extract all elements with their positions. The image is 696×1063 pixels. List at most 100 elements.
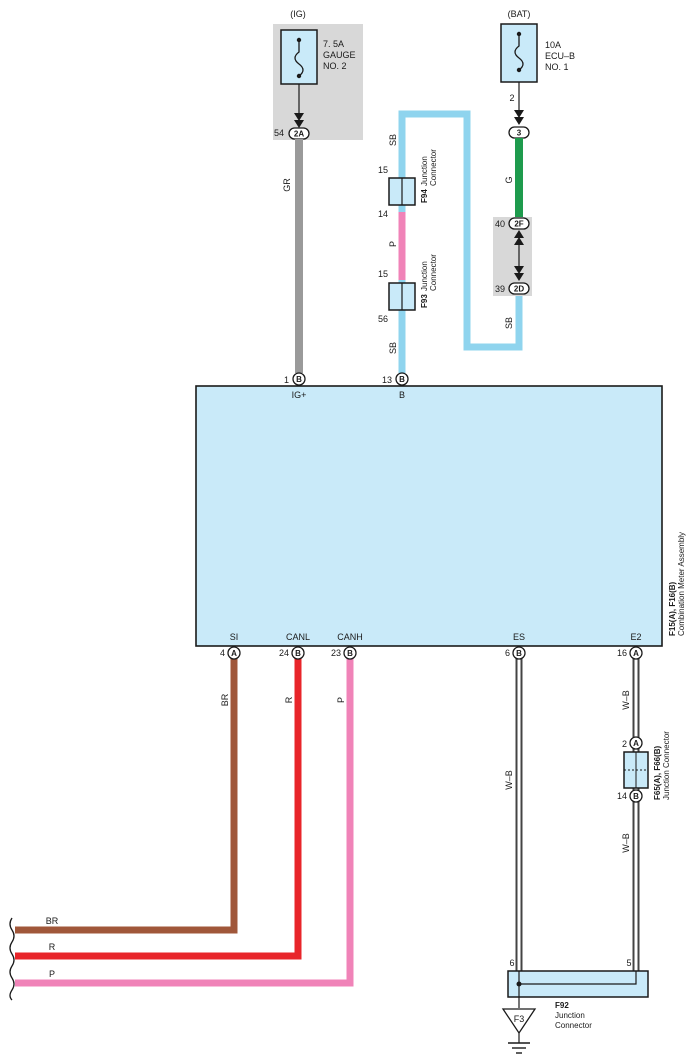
bat-fuse-rating: 10A	[545, 40, 561, 50]
meter-pin-connector	[395, 372, 409, 386]
meter-pin-label-es: ES	[513, 632, 525, 642]
ground-f3: F3	[501, 984, 537, 1054]
f65-pin-bottom: 14	[617, 791, 627, 801]
arrow-icon	[514, 230, 524, 238]
junction-f65-f66: 2 A 14 B F65(A), F66(B) Junction Connect…	[617, 731, 671, 803]
wire-wb-e2-lower-label: W–B	[621, 833, 631, 853]
jc2f-pin: 40	[495, 219, 505, 229]
meter-pin-canl: 24 B	[279, 646, 305, 660]
wire-gr	[295, 139, 303, 373]
connector-2a-label: 2A	[294, 130, 304, 139]
f93-pin-bottom: 56	[378, 314, 388, 324]
ig-pin-number: 54	[274, 128, 284, 138]
meter-pin-number: 24	[279, 648, 289, 658]
f65-connector-a-label: A	[633, 739, 639, 748]
arrow-icon	[514, 110, 524, 118]
meter-pin-connector	[629, 646, 643, 660]
arrow-icon	[514, 117, 524, 125]
meter-name: Combination Meter Assembly	[677, 532, 686, 636]
connector-2f-label: 2F	[514, 220, 523, 229]
wire-r	[15, 658, 302, 960]
ig-fuse-name: GAUGE	[323, 50, 356, 60]
meter-pin-label-canh: CANH	[337, 632, 363, 642]
meter-pin-label: B	[399, 390, 405, 400]
fuse-symbol-icon	[294, 40, 304, 77]
ig-fuse-number: NO. 2	[323, 61, 347, 71]
meter-pin-connector-label: A	[633, 649, 639, 658]
ig-fuse-rating: 7. 5A	[323, 39, 344, 49]
meter-pin-number: 4	[220, 648, 225, 658]
meter-pin-number: 16	[617, 648, 627, 658]
f93-id: F93	[420, 294, 429, 308]
f92-id: F92	[555, 1001, 569, 1010]
meter-pin-connector	[227, 646, 241, 660]
meter-pin-canh: 23 B	[331, 646, 357, 660]
wire-sb-bottom-label: SB	[388, 342, 398, 354]
wire-g	[515, 138, 523, 218]
f65-connector-a	[629, 736, 643, 750]
wire-break-icon	[9, 917, 15, 1001]
f93-pin-top: 15	[378, 269, 388, 279]
meter-pin-b: 13 B B	[382, 372, 409, 400]
meter-pin-label-si: SI	[230, 632, 239, 642]
meter-connector-id: F15(A), F16(B)	[668, 581, 677, 636]
meter-pin-connector	[292, 372, 306, 386]
wire-g-label: G	[504, 176, 514, 183]
meter-pin-connector-label: B	[295, 649, 301, 658]
f65-name: Junction Connector	[662, 731, 671, 800]
wire-r-end-label: R	[49, 942, 56, 952]
meter-pin-connector-label: B	[516, 649, 522, 658]
wire-br	[15, 658, 238, 934]
meter-pin-si: 4 A	[220, 646, 241, 660]
meter-pin-connector-label: B	[296, 375, 302, 384]
meter-pin-connector	[343, 646, 357, 660]
f65-connector-b-label: B	[633, 792, 639, 801]
connector-2d	[508, 282, 530, 295]
f93-name-line2: Connector	[429, 254, 438, 291]
wire-br-label: BR	[220, 693, 230, 706]
meter-pin-e2: 16 A	[617, 646, 643, 660]
wire-p-can	[15, 658, 354, 987]
meter-pin-connector-label: B	[399, 375, 405, 384]
f94-id: F94	[420, 189, 429, 203]
wire-sb-top-label: SB	[388, 134, 398, 146]
wire-p-can-label: P	[336, 697, 346, 703]
ig-source-label: (IG)	[290, 9, 306, 19]
f92-pin-right: 5	[626, 958, 631, 968]
arrow-icon	[514, 266, 524, 274]
f65-pin-top: 2	[622, 739, 627, 749]
f94-name-line1: Junction	[420, 156, 429, 186]
combination-meter-assembly	[195, 385, 663, 647]
f65-connector-b	[629, 789, 643, 803]
ground-label: F3	[514, 1014, 525, 1024]
wire-p-can-end-label: P	[49, 969, 55, 979]
wire-sb-loop	[398, 110, 523, 373]
junction-2f-2d: 2F 40 2D 39	[493, 217, 532, 296]
meter-pin-connector	[291, 646, 305, 660]
meter-pin-number: 1	[284, 375, 289, 385]
f92-name-line2: Connector	[555, 1021, 592, 1030]
bat-fuse-number: NO. 1	[545, 62, 569, 72]
meter-pin-connector-label: B	[347, 649, 353, 658]
f65-id: F65(A), F66(B)	[653, 745, 662, 800]
jc2d-pin: 39	[495, 284, 505, 294]
fuse-symbol-icon	[514, 34, 524, 71]
f94-name-line2: Connector	[429, 149, 438, 186]
arrow-icon	[514, 237, 524, 245]
meter-pin-label: IG+	[292, 390, 307, 400]
junction-f93: 15 56 F93 Junction Connector	[378, 254, 438, 324]
meter-pin-es: 6 B	[505, 646, 526, 660]
meter-pin-label-canl: CANL	[286, 632, 310, 642]
junction-f94: 15 14 F94 Junction Connector	[378, 149, 438, 219]
ig-supply: (IG) 7. 5A GAUGE NO. 2 54 2A	[273, 9, 363, 140]
wire-sb-right-label: SB	[504, 317, 514, 329]
connector-2f	[508, 217, 530, 230]
bat-source-label: (BAT)	[508, 9, 531, 19]
meter-pin-number: 23	[331, 648, 341, 658]
bat-fuse-name: ECU–B	[545, 51, 575, 61]
f94-pin-bottom: 14	[378, 209, 388, 219]
meter-pin-label-e2: E2	[630, 632, 641, 642]
f92-name-line1: Junction	[555, 1011, 585, 1020]
meter-pin-connector-label: A	[231, 649, 237, 658]
connector-3-label: 3	[517, 129, 522, 138]
